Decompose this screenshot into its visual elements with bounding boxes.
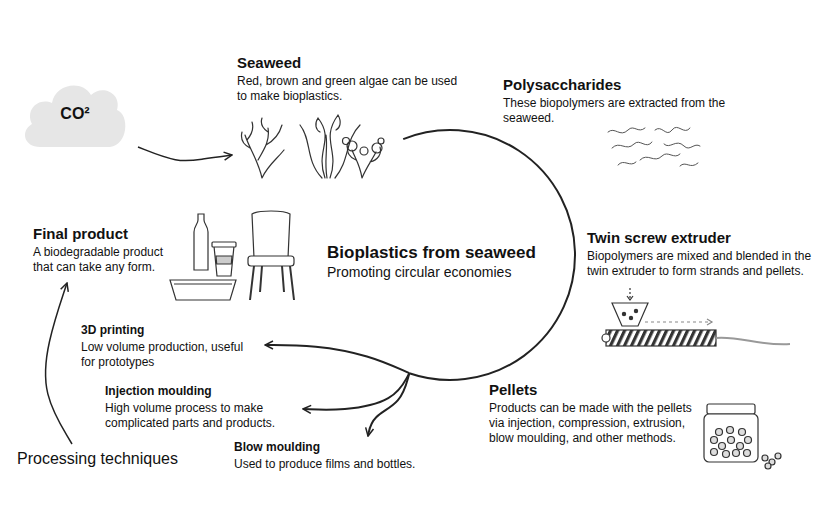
step-heading: Seaweed — [237, 54, 462, 72]
text-node: PelletsProducts can be made with the pel… — [489, 381, 701, 446]
text-node: PolysaccharidesThese biopolymers are ext… — [503, 76, 758, 126]
step-heading: Polysaccharides — [503, 76, 758, 94]
text-node: Final product A biodegradable product tha… — [33, 225, 183, 275]
technique-text: Low volume production, useful for protot… — [81, 340, 259, 370]
diagram-subheading: Promoting circular economies — [327, 263, 575, 281]
polysaccharide-strands — [608, 127, 700, 166]
technique-heading: Injection moulding — [105, 384, 297, 399]
step-text: Products can be made with the pellets vi… — [489, 401, 701, 446]
pellet-jar — [704, 404, 781, 469]
cloud-node: CO² — [20, 75, 130, 153]
text-node: Injection mouldingHigh volume process to… — [105, 384, 297, 431]
text-node: Processing techniques — [17, 449, 207, 468]
step-heading: Twin screw extruder — [587, 229, 815, 247]
extruder-drawing — [602, 288, 790, 346]
diagram-heading: Bioplastics from seaweed — [327, 243, 575, 263]
flow-arrow — [265, 345, 409, 373]
technique-text: High volume process to make complicated … — [105, 401, 297, 431]
step-heading: Pellets — [489, 381, 701, 399]
text-node: SeaweedRed, brown and green algae can be… — [237, 54, 462, 180]
cloud-outline — [25, 85, 125, 147]
step-text: A biodegradable product that can take an… — [33, 245, 183, 275]
flow-arrow — [138, 147, 232, 161]
cycle-node: Bioplastics from seaweedPromoting circul… — [325, 130, 575, 380]
cloud-label: CO² — [60, 105, 89, 123]
text-node: 3D printingLow volume production, useful… — [81, 323, 259, 370]
step-text: Biopolymers are mixed and blended in the… — [587, 249, 815, 279]
flow-arrow — [368, 373, 409, 436]
technique-heading: Blow moulding — [234, 440, 444, 455]
flow-arrow — [45, 283, 72, 444]
product-drawings — [170, 211, 294, 300]
text-node: Twin screw extruderBiopolymers are mixed… — [587, 229, 815, 279]
technique-heading: 3D printing — [81, 323, 259, 338]
group-label: Processing techniques — [17, 449, 207, 468]
text-node: Blow mouldingUsed to produce films and b… — [234, 440, 444, 472]
step-text: Red, brown and green algae can be used t… — [237, 74, 462, 104]
step-text: These biopolymers are extracted from the… — [503, 96, 758, 126]
technique-text: Used to produce films and bottles. — [234, 457, 444, 472]
seaweed-drawing — [241, 115, 384, 178]
step-heading: Final product — [33, 225, 183, 243]
